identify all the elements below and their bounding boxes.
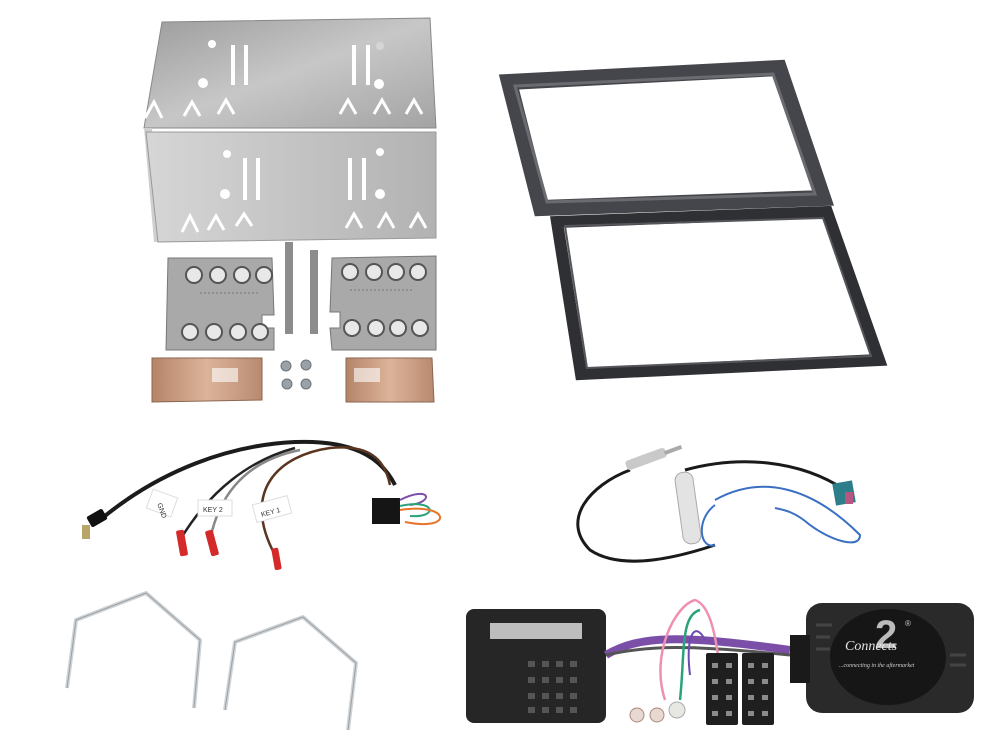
double-din-cage (140, 10, 460, 420)
brand-name: Connects (845, 639, 898, 654)
steering-wheel-interface: 2 ® Connects ...connecting in the afterm… (460, 595, 1000, 750)
wire-label-gnd: GND (145, 488, 179, 519)
svg-text:GND: GND (155, 502, 167, 519)
aerial-adapter (560, 440, 890, 580)
svg-text:KEY 2: KEY 2 (203, 507, 223, 514)
brand-registered: ® (905, 619, 911, 628)
side-bracket-left (165, 257, 275, 351)
side-bracket-right (329, 255, 437, 351)
wire-label-key1: KEY 1 (251, 495, 293, 523)
brand-tagline: ...connecting in the aftermarket (839, 663, 915, 669)
steering-patch-lead: GND KEY 2 KEY 1 (80, 430, 470, 580)
brand-number: 2 (875, 613, 898, 657)
fascia-surround (498, 59, 890, 385)
release-keys (60, 585, 370, 750)
svg-text:KEY 1: KEY 1 (260, 507, 281, 519)
wire-label-key2: KEY 2 (197, 499, 233, 517)
brand-logo: 2 ® Connects ...connecting in the afterm… (835, 613, 945, 677)
